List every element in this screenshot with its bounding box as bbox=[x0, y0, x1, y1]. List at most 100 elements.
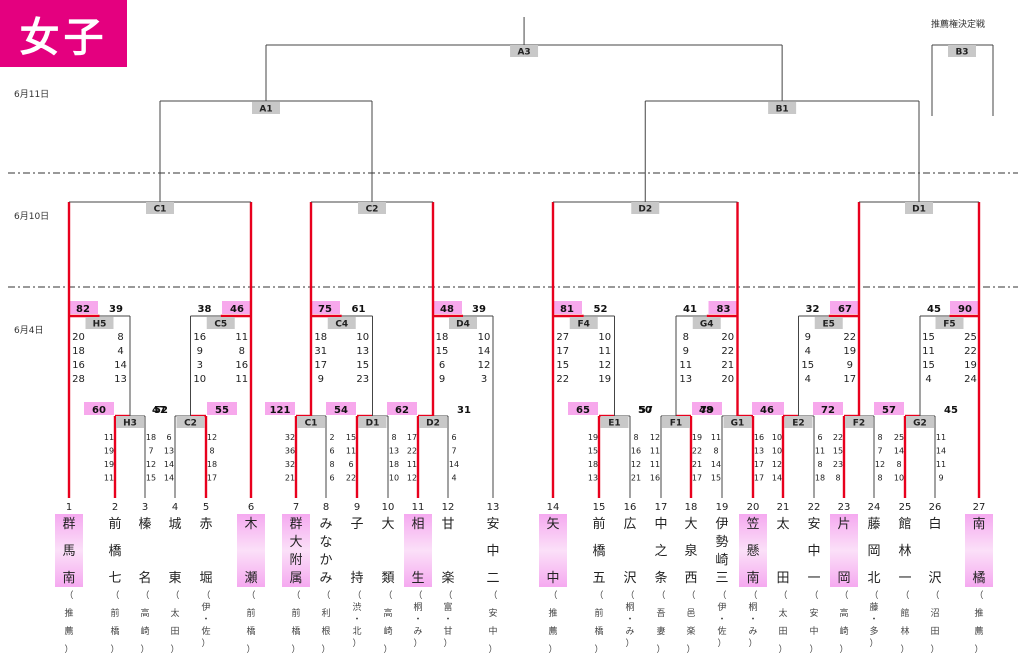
team-name-char: 榛 bbox=[138, 517, 151, 532]
match-label-D1-box bbox=[905, 202, 933, 214]
set-score-right: 22 bbox=[843, 332, 856, 343]
set-score-right: 8 bbox=[877, 433, 882, 442]
match-total-right-highlight bbox=[830, 301, 860, 314]
date-round-1: 6月4日 bbox=[14, 326, 44, 336]
set-score-right: 2 bbox=[329, 433, 334, 442]
team-district-char: 崎 bbox=[383, 625, 392, 637]
match-total-left: 65 bbox=[576, 405, 590, 416]
team-district-char: ） bbox=[413, 638, 422, 649]
team-district-char: 高 bbox=[383, 607, 392, 619]
team-district-char: 太 bbox=[778, 607, 787, 619]
match-total-left: 48 bbox=[440, 304, 454, 315]
set-score-right: 16 bbox=[754, 433, 764, 442]
team-district-char: ） bbox=[64, 644, 73, 655]
set-score-left: 15 bbox=[556, 360, 569, 371]
set-score-left: 8 bbox=[896, 460, 901, 469]
set-score-right: 22 bbox=[964, 346, 977, 357]
match-label-C2-box bbox=[358, 202, 386, 214]
team-number: 6 bbox=[248, 502, 254, 513]
set-score-left: 6 bbox=[439, 360, 445, 371]
team-district-char: み bbox=[625, 626, 634, 637]
team-district-char: 伊 bbox=[717, 601, 726, 613]
team-name-char: 懸 bbox=[746, 544, 759, 559]
team-district-char: 安 bbox=[809, 607, 818, 619]
set-score-right: 12 bbox=[207, 433, 217, 442]
team-district-char: 推 bbox=[548, 607, 557, 619]
team-district-char: 田 bbox=[930, 626, 939, 637]
team-name-char: 一 bbox=[807, 571, 820, 586]
set-score-right: 8 bbox=[633, 433, 638, 442]
team-name-char: み bbox=[319, 517, 332, 532]
team-district-char: 富 bbox=[443, 601, 452, 613]
match-total-right: 39 bbox=[109, 304, 123, 315]
match-label-H3-box bbox=[116, 416, 144, 428]
set-score-right: 12 bbox=[875, 460, 885, 469]
team-number: 25 bbox=[899, 502, 912, 513]
team-name-char: 生 bbox=[411, 571, 424, 586]
team-district-char: 楽 bbox=[686, 625, 695, 637]
team-district-char: ） bbox=[748, 638, 757, 649]
set-score-left: 9 bbox=[318, 374, 324, 385]
team-district-char: 高 bbox=[140, 607, 149, 619]
set-score-left: 18 bbox=[588, 460, 598, 469]
set-score-right: 25 bbox=[964, 332, 977, 343]
set-score-left: 32 bbox=[285, 433, 295, 442]
set-score-left: 18 bbox=[314, 332, 327, 343]
team-district-char: ） bbox=[170, 644, 179, 655]
team-district-char: ） bbox=[778, 644, 787, 655]
set-score-right: 12 bbox=[598, 360, 611, 371]
match-total-left: 47 bbox=[152, 405, 166, 416]
team-district-char: 根 bbox=[321, 625, 330, 637]
set-score-right: 16 bbox=[235, 360, 248, 371]
team-district-char: 薦 bbox=[548, 625, 557, 637]
team-district-char: 佐 bbox=[717, 625, 726, 637]
match-label-B1-box bbox=[768, 102, 797, 114]
team-name-highlight bbox=[965, 514, 993, 587]
match-total-left: 48 bbox=[699, 405, 713, 416]
team-district-char: 崎 bbox=[140, 625, 149, 637]
set-score-right: 17 bbox=[754, 474, 764, 483]
set-score-left: 8 bbox=[683, 332, 689, 343]
match-label-E2: E2 bbox=[792, 419, 804, 429]
team-name-char: 田 bbox=[776, 571, 789, 586]
match-total-right: 67 bbox=[838, 304, 852, 315]
set-score-left: 36 bbox=[285, 447, 295, 456]
team-name-char: 館 bbox=[898, 517, 911, 532]
set-score-left: 15 bbox=[588, 447, 598, 456]
set-score-right: 11 bbox=[235, 374, 248, 385]
team-name-char: 五 bbox=[592, 571, 605, 586]
team-name-char: 林 bbox=[898, 544, 911, 559]
set-score-left: 11 bbox=[650, 460, 660, 469]
team-district-char: 前 bbox=[594, 607, 603, 619]
match-total-right: 90 bbox=[958, 304, 972, 315]
set-score-left: 13 bbox=[679, 374, 692, 385]
set-score-right: 8 bbox=[239, 346, 245, 357]
match-label-E5-box bbox=[814, 317, 843, 329]
set-score-right: 18 bbox=[815, 474, 825, 483]
team-number: 9 bbox=[354, 502, 360, 513]
team-district-char: （ bbox=[974, 590, 983, 601]
team-name-char: 条 bbox=[654, 570, 667, 586]
team-district-char: み bbox=[413, 626, 422, 637]
match-label-D2-box bbox=[419, 416, 447, 428]
match-total-left: 75 bbox=[318, 304, 332, 315]
set-score-right: 17 bbox=[843, 374, 856, 385]
team-district-char: み bbox=[748, 626, 757, 637]
set-score-left: 15 bbox=[346, 433, 356, 442]
team-district-char: ） bbox=[839, 644, 848, 655]
match-label-D2: D2 bbox=[638, 205, 652, 215]
team-district-char: 桐 bbox=[413, 601, 422, 613]
team-name-char: 二 bbox=[486, 571, 499, 586]
team-district-char: 前 bbox=[291, 607, 300, 619]
set-score-right: 19 bbox=[692, 433, 702, 442]
team-number: 20 bbox=[747, 502, 760, 513]
set-score-left: 28 bbox=[72, 374, 85, 385]
team-number: 14 bbox=[547, 502, 560, 513]
set-score-right: 14 bbox=[449, 460, 459, 469]
team-district-char: （ bbox=[809, 590, 818, 601]
team-district-char: 藤 bbox=[869, 601, 878, 613]
team-name-char: 子 bbox=[350, 517, 363, 532]
set-score-left: 22 bbox=[346, 474, 356, 483]
team-name-char: 名 bbox=[138, 570, 151, 586]
